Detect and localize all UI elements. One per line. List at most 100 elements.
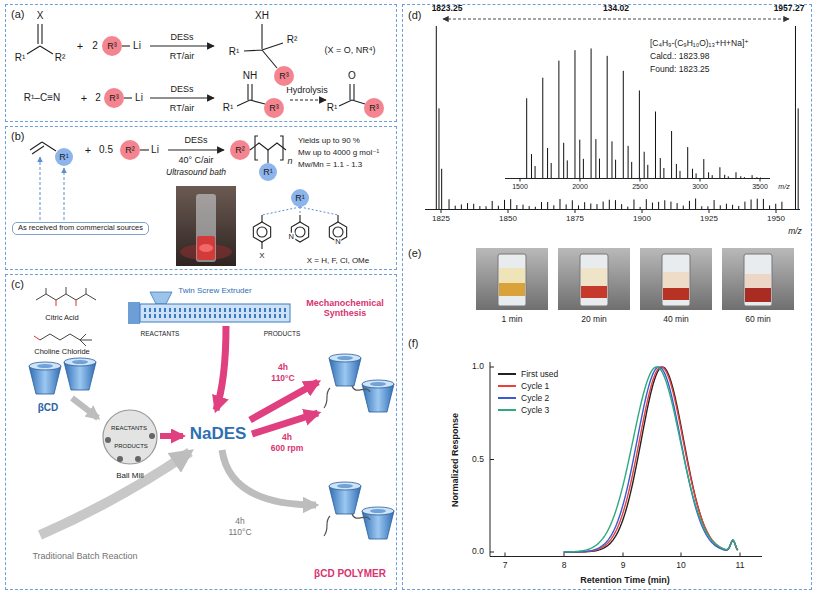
spectrum-peaks <box>664 200 665 209</box>
spectrum-peaks <box>436 26 437 209</box>
spectrum-peaks <box>455 206 456 209</box>
inset-peaks <box>628 146 629 178</box>
spectrum-peaks <box>670 202 671 209</box>
leader-arrow <box>40 157 41 220</box>
inset-peaks <box>679 171 680 178</box>
axis-tick: 3500 <box>752 183 768 191</box>
ball-mill <box>117 456 123 462</box>
process-label: 600 rpm <box>271 444 304 454</box>
process-label: 110°C <box>228 528 251 538</box>
inset-peaks <box>579 140 580 178</box>
inset-peaks <box>611 141 612 178</box>
inset-peaks <box>644 152 645 178</box>
spectrum-peaks <box>516 205 517 209</box>
inset-peaks <box>687 147 688 178</box>
vial-photo <box>640 248 712 310</box>
molecule-skeleton <box>56 300 76 306</box>
vial-photo <box>745 288 771 302</box>
annotation: REACTANTS <box>111 425 147 432</box>
cyclodextrin-polymer <box>329 482 361 514</box>
inset-peaks <box>740 176 741 178</box>
spectrum-axis <box>425 209 800 210</box>
legend-line <box>498 373 516 375</box>
substituent-label: R³ <box>107 41 117 51</box>
spectrum-peaks <box>732 205 733 209</box>
process-arrow <box>252 413 318 434</box>
axis-tick: 1875 <box>566 214 584 223</box>
inset-peaks <box>696 173 697 178</box>
inset-peaks <box>752 175 753 178</box>
annotation: X = H, F, Cl, OMe <box>307 256 369 265</box>
inset-peaks <box>660 158 661 178</box>
axis-tick: m/z <box>788 227 802 237</box>
atom-label: Li <box>151 144 159 156</box>
leader-arrow <box>40 157 64 220</box>
inset-peaks <box>671 131 672 178</box>
spectrum-peaks <box>584 202 585 209</box>
legend-text: Cycle 1 <box>521 381 549 391</box>
cyclodextrin-polymer <box>324 386 370 408</box>
inset-peaks <box>527 48 761 178</box>
chart-legend: First usedCycle 1Cycle 2Cycle 3 <box>498 368 558 416</box>
inset-peaks <box>708 172 709 178</box>
spectrum-peaks <box>744 202 745 209</box>
inset-peaks <box>655 112 656 178</box>
spectrum-peaks <box>714 200 715 209</box>
process-arrow <box>222 450 316 505</box>
solvent-label: NaDES <box>190 424 247 444</box>
legend-line <box>498 385 516 387</box>
inset-peaks <box>724 175 725 178</box>
ball-mill <box>105 437 111 443</box>
atom-label: Li <box>135 92 143 104</box>
inset-peaks <box>563 143 564 178</box>
axis-tick: 3000 <box>692 183 708 191</box>
annotation: (X = O, NR⁴) <box>324 45 375 55</box>
axis-tick: 1500 <box>512 183 528 191</box>
spectrum-peaks <box>479 206 480 209</box>
molecule-skeleton <box>40 334 92 346</box>
axis-tick: 2500 <box>632 183 648 191</box>
reaction-condition: RT/air <box>170 103 194 113</box>
annotation: PRODUCTS <box>264 330 300 337</box>
process-label: 4h <box>278 363 288 373</box>
spectrum-peaks <box>652 203 653 209</box>
inset-peaks <box>631 162 632 178</box>
spectrum-peaks <box>461 204 462 209</box>
inset-peaks <box>567 160 568 178</box>
spectrum-peaks <box>578 205 579 209</box>
reaction-scheme <box>38 24 42 44</box>
vial-photo <box>558 248 630 310</box>
spectrum-peaks <box>738 206 739 209</box>
inset-peaks <box>728 176 729 178</box>
legend-entry: Cycle 1 <box>498 380 558 392</box>
axis-tick: 8 <box>562 561 567 571</box>
vial-photo <box>476 248 548 310</box>
vial-photo <box>476 248 548 310</box>
atom-label: n <box>287 156 292 166</box>
vial-photo <box>744 254 772 306</box>
reaction-condition: Ultrasound bath <box>166 168 226 178</box>
inset-peaks <box>719 167 720 178</box>
process-arrow <box>40 326 318 535</box>
annotation: Found: 1823.25 <box>650 65 710 75</box>
inset-peaks <box>663 168 664 178</box>
axis-tick: 1850 <box>499 214 517 223</box>
inset-peaks <box>639 90 640 178</box>
reaction-scheme <box>339 84 365 106</box>
legend-entry: First used <box>498 368 558 380</box>
substituent-circle <box>259 163 277 181</box>
spectrum-peaks <box>473 204 474 209</box>
time-label: 1 min <box>502 315 523 325</box>
legend-text: Cycle 2 <box>521 393 549 403</box>
spectrum-peaks <box>467 203 468 209</box>
spectrum-peaks <box>769 205 770 209</box>
cyclodextrin-polymer <box>362 380 394 412</box>
molecule-skeleton <box>36 287 96 300</box>
spectrum-peaks <box>633 200 634 209</box>
polymerisation-scheme <box>140 149 149 150</box>
vial-photo <box>581 286 607 298</box>
inset-peaks <box>599 159 600 178</box>
substituent-circle <box>120 140 140 160</box>
axis-tick: 1825 <box>432 214 450 223</box>
vial-photo <box>476 248 794 310</box>
